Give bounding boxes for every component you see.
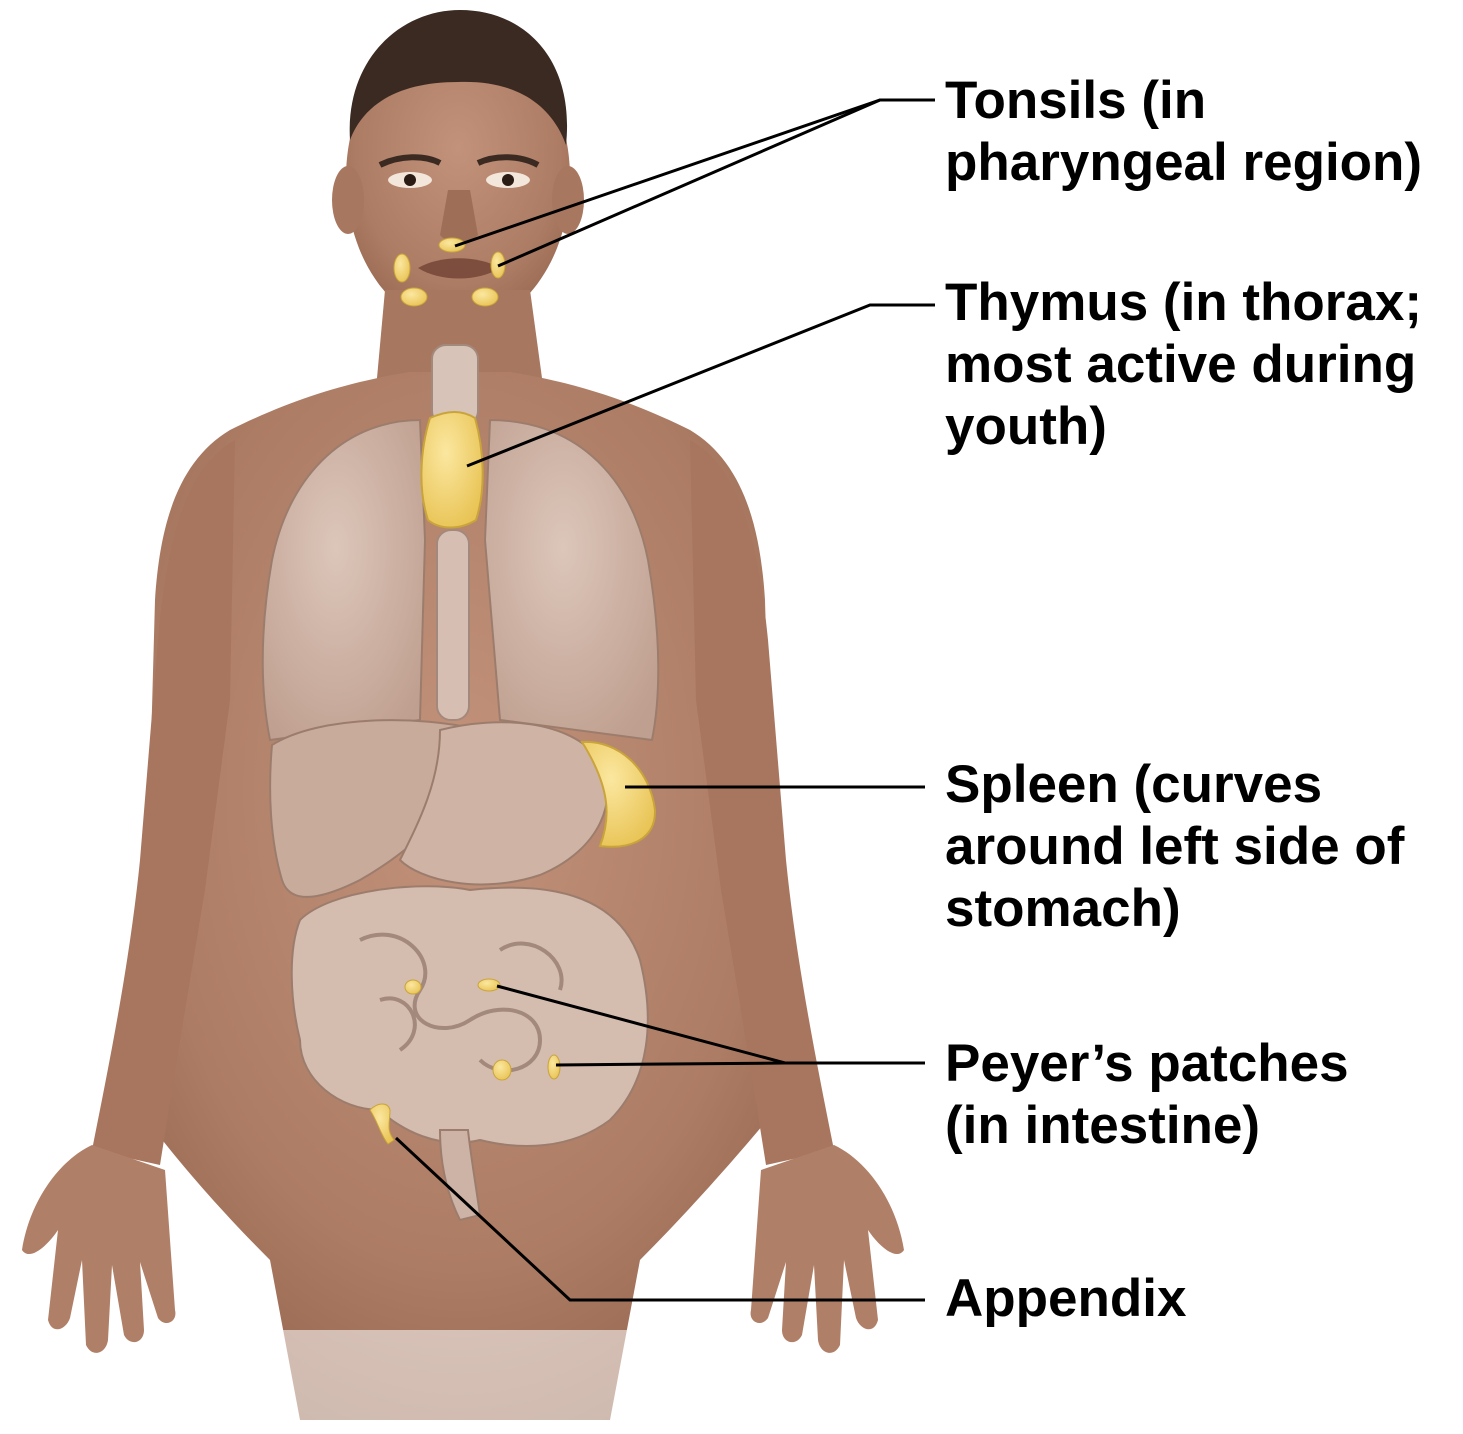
right-ear — [552, 166, 584, 234]
label-thymus: Thymus (in thorax; most active during yo… — [945, 272, 1422, 458]
label-tonsils: Tonsils (in pharyngeal region) — [945, 70, 1422, 194]
lower-body-fade — [260, 1330, 660, 1434]
peyers-patch-1 — [478, 979, 500, 991]
tonsil-left-side — [394, 254, 410, 282]
right-hand — [751, 1145, 904, 1353]
left-hand — [22, 1145, 175, 1353]
peyers-leader-b — [556, 1063, 785, 1065]
left-pupil — [404, 174, 416, 186]
tonsil-lower-left — [401, 288, 427, 306]
label-spleen: Spleen (curves around left side of stoma… — [945, 754, 1404, 940]
left-ear — [332, 166, 364, 234]
right-pupil — [502, 174, 514, 186]
peyers-patch-2 — [548, 1055, 560, 1079]
thymus — [421, 412, 482, 528]
tonsil-lower-right — [472, 288, 498, 306]
peyers-patch-4 — [405, 980, 421, 994]
label-appendix: Appendix — [945, 1268, 1186, 1330]
peyers-patch-3 — [493, 1060, 511, 1080]
esophagus — [437, 530, 469, 720]
label-peyers-patches: Peyer’s patches (in intestine) — [945, 1033, 1349, 1157]
